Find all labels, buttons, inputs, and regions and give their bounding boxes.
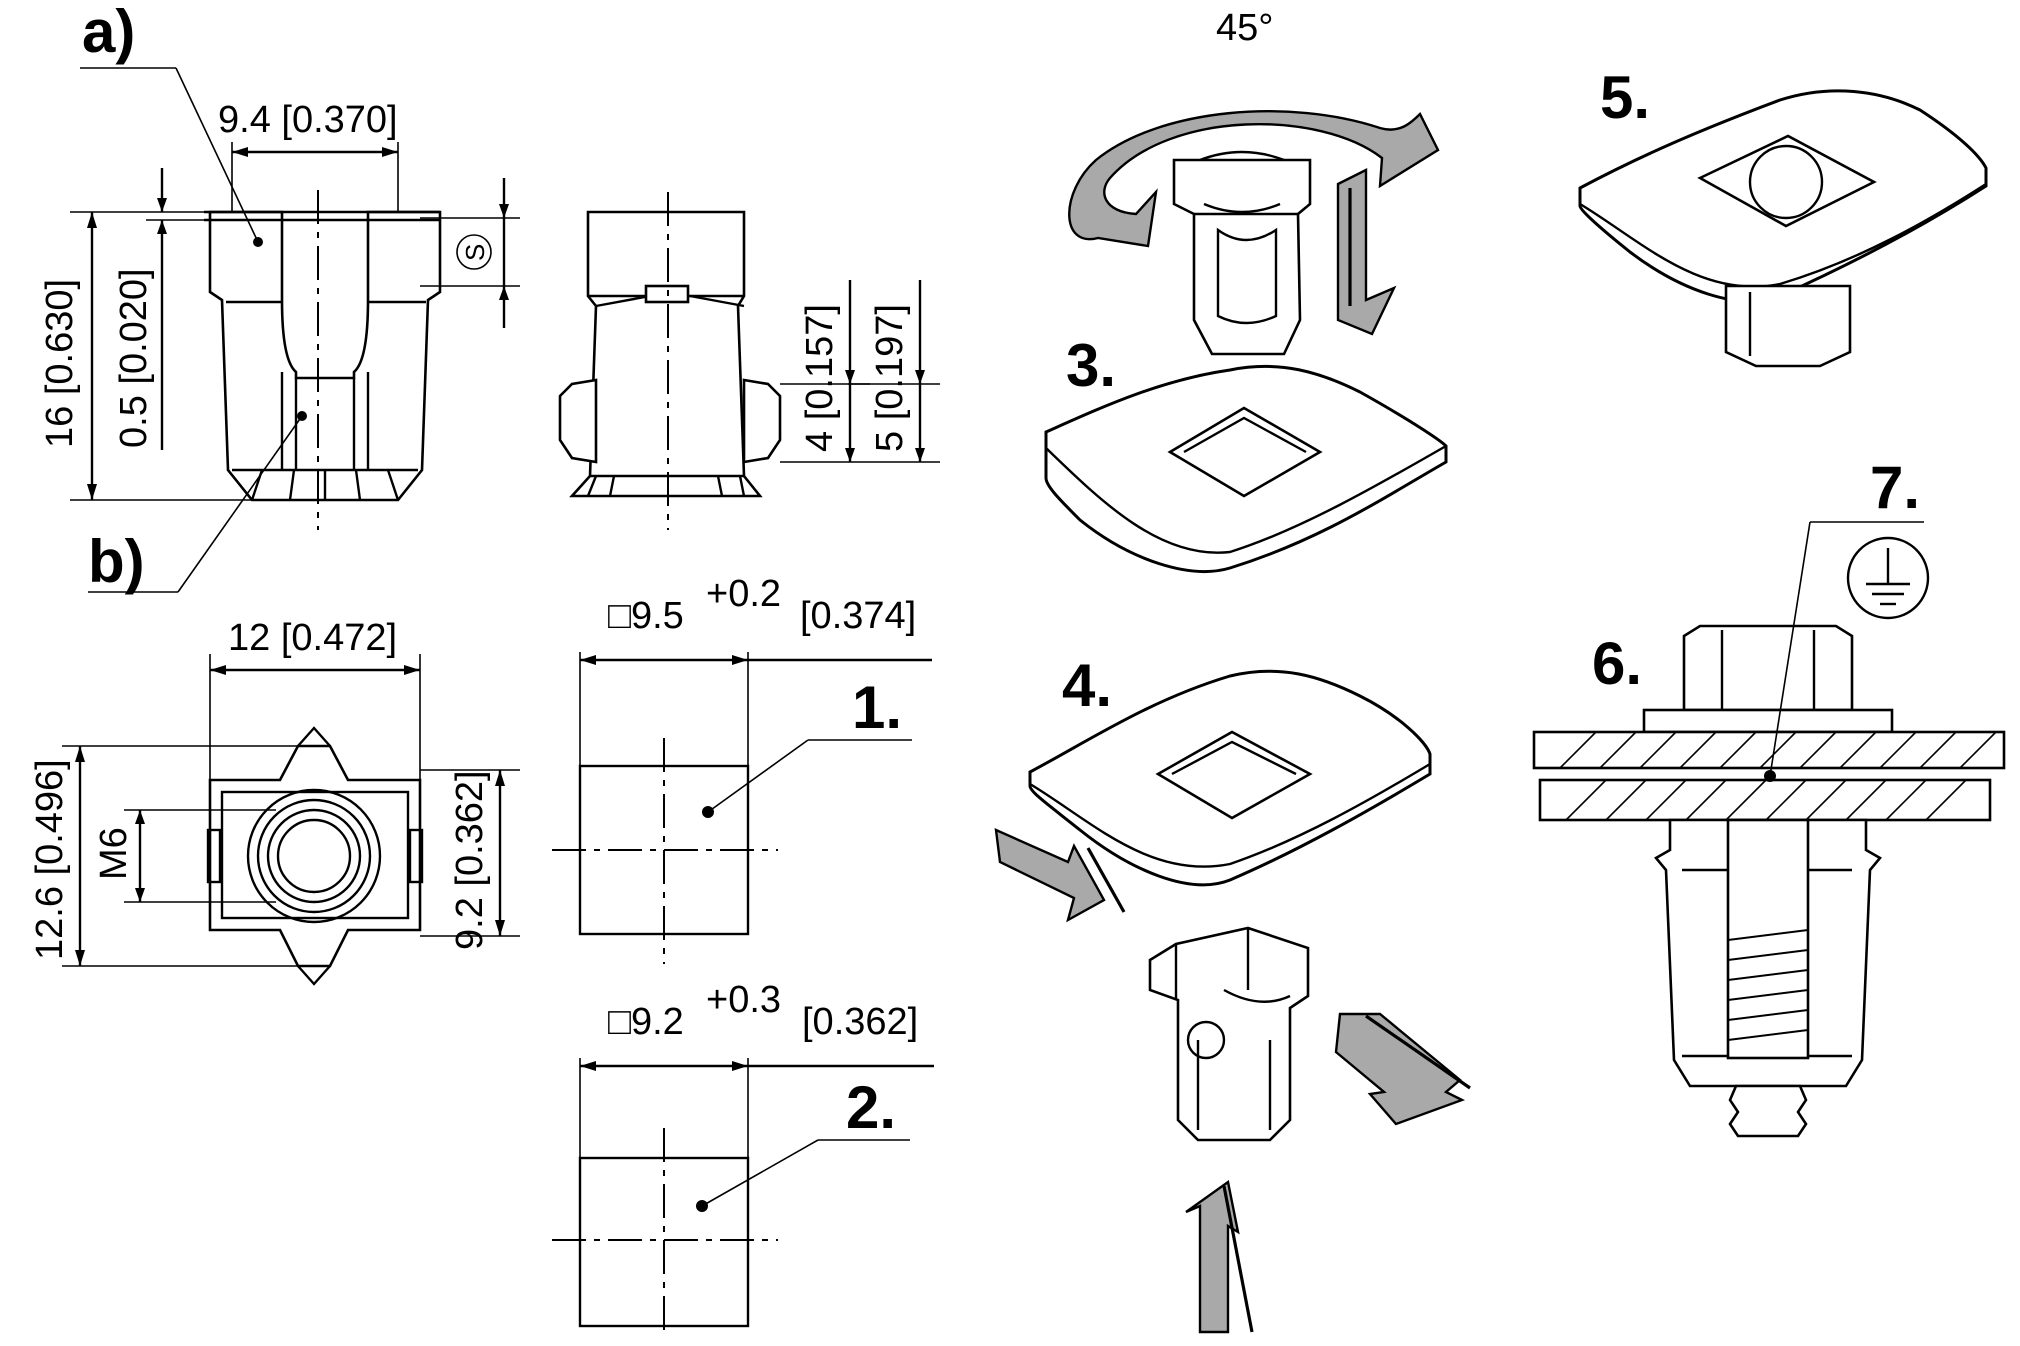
dim-h4: 4 [0.157] (799, 304, 841, 452)
step-4-label: 4. (1062, 652, 1112, 719)
ground-symbol-icon (1846, 536, 1930, 620)
step-6-label: 6. (1592, 630, 1642, 697)
hole1-prefix: □9.5 (608, 595, 684, 637)
label-a: a) (82, 0, 135, 65)
top-view: 12 [0.472] 12.6 [0.496] M6 9.2 [0.362] (29, 617, 520, 986)
hole1-tolerance: +0.2 (706, 573, 781, 615)
rotation-angle: 45° (1216, 7, 1273, 49)
step-4-snap-in: 4. (994, 652, 1471, 1334)
hole2-prefix: □9.2 (608, 1001, 684, 1043)
step-5-installed: 5. (1578, 64, 1988, 368)
hole2-inch: [0.362] (802, 1001, 918, 1043)
dim-h5: 5 [0.197] (869, 304, 911, 452)
step-3-insert-rotate: 45° 3. (1044, 7, 1448, 573)
hole-2-detail: □9.2 +0.3 [0.362] 2. (552, 979, 934, 1336)
dim-width12: 12 [0.472] (228, 617, 397, 659)
dim-height: 16 [0.630] (39, 279, 81, 448)
dim-top-width: 9.4 [0.370] (218, 99, 398, 141)
label-b: b) (88, 528, 145, 595)
step-5-label: 5. (1600, 64, 1650, 131)
hole2-tolerance: +0.3 (706, 979, 781, 1021)
dim-flange: 0.5 [0.020] (113, 268, 155, 448)
dim-s-symbol: S (460, 244, 490, 261)
dim-m6: M6 (93, 827, 135, 880)
hole-1-detail: □9.5 +0.2 [0.374] 1. (552, 573, 932, 964)
step-7-label: 7. (1870, 454, 1920, 521)
step-2-label: 2. (846, 1074, 896, 1141)
step-6-7-assembly: 6. 7. (1532, 454, 2006, 1138)
dim-width12-6: 12.6 [0.496] (29, 759, 71, 960)
side-view-a: a) b) 9.4 [0.370] 16 [0.630] 0.5 [0.020]… (39, 0, 520, 595)
hole1-inch: [0.374] (800, 595, 916, 637)
step-1-label: 1. (852, 674, 902, 741)
front-view: 4 [0.157] 5 [0.197] (558, 192, 940, 530)
step-3-label: 3. (1066, 332, 1116, 399)
dim-width9-2: 9.2 [0.362] (449, 770, 491, 950)
